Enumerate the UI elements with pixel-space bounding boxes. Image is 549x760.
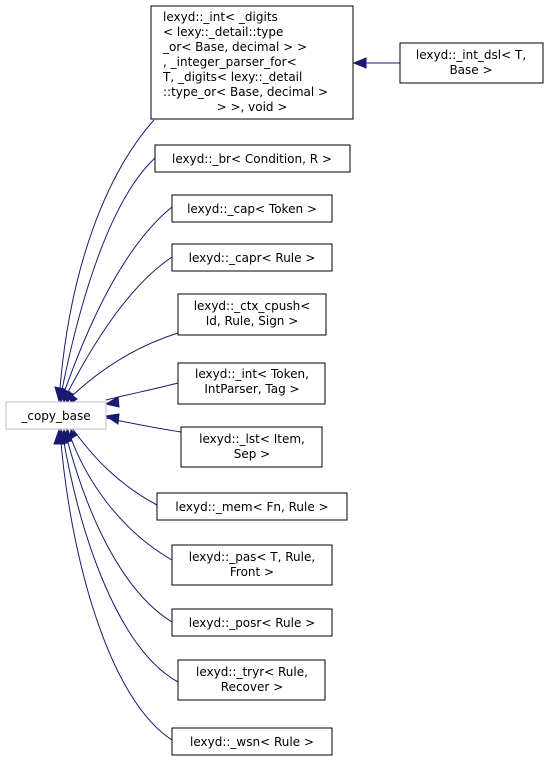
node-ctx-cpush-line-2: Id, Rule, Sign > — [206, 314, 299, 328]
node-pas-line-1: lexyd::_pas< T, Rule, — [189, 550, 315, 564]
node-br[interactable]: lexyd::_br< Condition, R > — [154, 144, 351, 173]
node-int-big-line-5: T, _digits< lexy::_detail — [162, 70, 302, 84]
node-posr-label: lexyd::_posr< Rule > — [189, 616, 315, 630]
node-tryr-line-2: Recover > — [221, 680, 283, 694]
edge-wsn-to-copy-base — [59, 430, 173, 741]
node-int-token-line-2: IntParser, Tag > — [204, 382, 299, 396]
node-cap-label: lexyd::_cap< Token > — [187, 202, 317, 216]
edges — [53, 57, 400, 741]
arrowhead-copy-base-top-5 — [68, 391, 78, 404]
node-lst-line-1: lexyd::_lst< Item, — [199, 432, 305, 446]
node-tryr[interactable]: lexyd::_tryr< Rule, Recover > — [177, 659, 326, 701]
edge-pas-to-copy-base — [67, 429, 173, 561]
arrowhead-copy-base-right-1 — [104, 396, 120, 408]
edge-int-token-to-copy-base — [105, 382, 179, 401]
node-int-big-line-2: < lexy::_detail::type — [163, 25, 283, 39]
arrowhead-copy-base-bottom-1 — [68, 429, 78, 442]
node-capr-label: lexyd::_capr< Rule > — [189, 251, 316, 265]
node-int-dsl-line-2: Base > — [449, 63, 492, 77]
edge-cap-to-copy-base — [64, 206, 173, 391]
node-ctx-cpush-line-1: lexyd::_ctx_cpush< — [194, 299, 311, 313]
node-lst[interactable]: lexyd::_lst< Item, Sep > — [180, 426, 323, 468]
node-int-big[interactable]: lexyd::_int< _digits < lexy::_detail::ty… — [150, 5, 354, 120]
node-mem-label: lexyd::_mem< Fn, Rule > — [175, 500, 328, 514]
edge-int-big-to-copy-base — [59, 119, 155, 389]
node-copy-base[interactable]: _copy_base — [5, 401, 107, 430]
node-posr[interactable]: lexyd::_posr< Rule > — [171, 608, 333, 637]
edge-tryr-to-copy-base — [61, 430, 179, 683]
node-pas[interactable]: lexyd::_pas< T, Rule, Front > — [171, 544, 333, 586]
node-int-big-line-3: _or< Base, decimal > > — [162, 40, 307, 54]
node-tryr-line-1: lexyd::_tryr< Rule, — [196, 665, 308, 679]
edge-posr-to-copy-base — [64, 430, 173, 623]
edge-mem-to-copy-base — [71, 427, 158, 506]
node-wsn[interactable]: lexyd::_wsn< Rule > — [171, 727, 333, 756]
node-int-token[interactable]: lexyd::_int< Token, IntParser, Tag > — [177, 362, 326, 405]
node-int-token-line-1: lexyd::_int< Token, — [195, 367, 309, 381]
node-mem[interactable]: lexyd::_mem< Fn, Rule > — [156, 492, 348, 521]
arrowhead-copy-base-bottom-5 — [53, 428, 63, 445]
node-int-big-line-6: ::type_or< Base, decimal > — [163, 85, 328, 99]
edge-ctx-cpush-to-copy-base — [71, 332, 179, 397]
edge-capr-to-copy-base — [67, 256, 173, 393]
edge-br-to-copy-base — [61, 157, 156, 391]
node-cap[interactable]: lexyd::_cap< Token > — [171, 194, 333, 223]
node-int-dsl-line-1: lexyd::_int_dsl< T, — [416, 48, 526, 62]
node-lst-line-2: Sep > — [234, 447, 271, 461]
node-wsn-label: lexyd::_wsn< Rule > — [190, 735, 314, 749]
arrowhead-copy-base-right-2 — [104, 413, 120, 425]
node-int-big-line-4: , _integer_parser_for< — [163, 55, 297, 69]
node-pas-line-2: Front > — [230, 565, 274, 579]
node-copy-base-label: _copy_base — [20, 409, 90, 423]
node-ctx-cpush[interactable]: lexyd::_ctx_cpush< Id, Rule, Sign > — [177, 293, 327, 336]
node-int-big-line-7: > >, void > — [217, 100, 288, 114]
node-int-big-line-1: lexyd::_int< _digits — [163, 10, 278, 24]
node-capr[interactable]: lexyd::_capr< Rule > — [171, 243, 333, 272]
node-br-label: lexyd::_br< Condition, R > — [172, 152, 332, 166]
node-int-dsl[interactable]: lexyd::_int_dsl< T, Base > — [399, 42, 544, 84]
arrowhead-int-big — [352, 57, 367, 69]
